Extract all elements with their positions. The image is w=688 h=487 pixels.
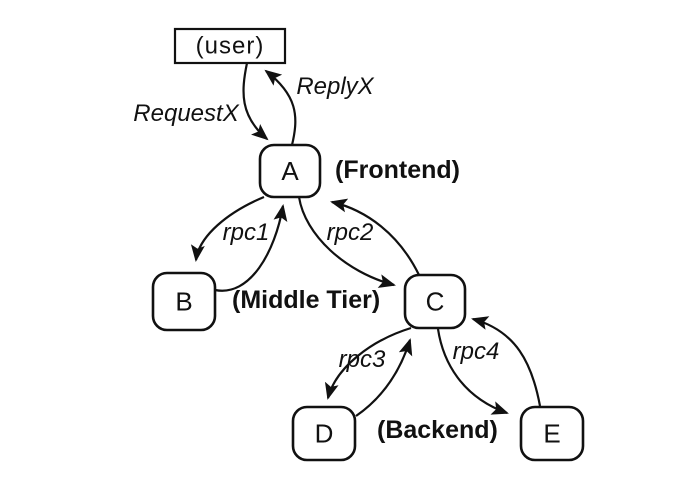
edge-rpc4-c-to-e — [436, 328, 509, 415]
edge-label-replyx: ReplyX — [296, 73, 374, 100]
edge-rpc3-c-to-d — [324, 326, 412, 400]
node-D-label: D — [315, 419, 334, 449]
edge-rpc4-e-to-c — [471, 316, 542, 407]
edge-rpc1-b-to-a — [214, 204, 288, 292]
edge-rpc2-a-to-c — [297, 196, 396, 288]
nodes-layer: (user) A B C D E — [151, 27, 585, 462]
edges-layer — [190, 62, 542, 417]
edge-rpc1-a-to-b — [190, 195, 265, 262]
edge-rpc3-d-to-c — [355, 338, 413, 417]
annotations-layer: (Frontend) (Middle Tier) (Backend) — [232, 156, 498, 444]
node-C: C — [403, 273, 467, 330]
edge-reply-a-to-user — [264, 69, 297, 146]
node-C-shape — [403, 273, 467, 330]
annotation-backend: (Backend) — [377, 416, 498, 444]
node-A-shape — [258, 143, 322, 199]
node-A-label: A — [281, 156, 299, 186]
edge-request-user-to-a — [242, 62, 269, 141]
node-E-label: E — [543, 419, 560, 449]
node-B-label: B — [175, 287, 192, 317]
node-B: B — [151, 271, 217, 332]
edge-label-rpc3: rpc3 — [339, 346, 386, 373]
node-user-shape — [173, 27, 287, 65]
node-E-shape — [519, 405, 585, 462]
edge-label-rpc4: rpc4 — [453, 338, 500, 365]
node-user-label: (user) — [196, 33, 265, 60]
node-D: D — [291, 405, 357, 462]
node-C-label: C — [426, 287, 445, 317]
node-user: (user) — [173, 27, 287, 65]
edge-label-rpc1: rpc1 — [223, 219, 270, 246]
edge-labels-layer: RequestX ReplyX rpc1 rpc2 rpc3 rpc4 — [133, 73, 499, 373]
annotation-frontend: (Frontend) — [335, 156, 460, 184]
edge-label-rpc2: rpc2 — [327, 219, 374, 246]
node-E: E — [519, 405, 585, 462]
node-A: A — [258, 143, 322, 199]
edge-label-requestx: RequestX — [133, 100, 239, 127]
node-B-shape — [151, 271, 217, 332]
node-D-shape — [291, 405, 357, 462]
edge-rpc2-c-to-a — [330, 198, 420, 276]
annotation-middle-tier: (Middle Tier) — [232, 286, 380, 314]
